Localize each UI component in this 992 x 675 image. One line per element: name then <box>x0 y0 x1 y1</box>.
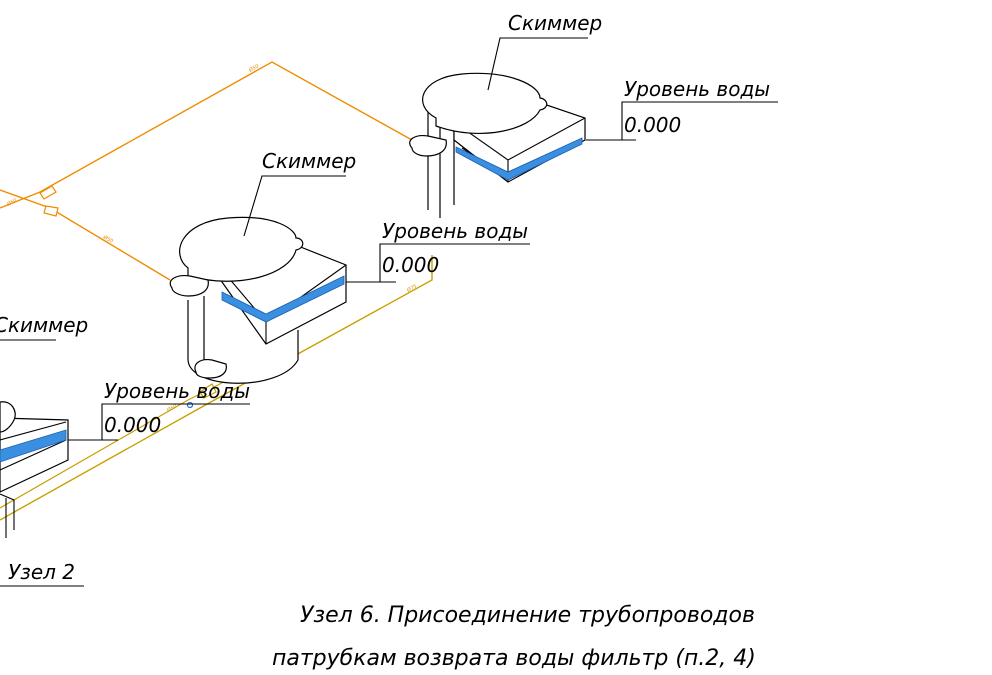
skimmer-3-lid <box>0 401 16 433</box>
skimmer-1-level-value: 0.000 <box>624 113 681 137</box>
skimmer-2-level-label: Уровень воды <box>382 219 528 243</box>
skimmer-1-body <box>427 112 455 218</box>
orange-pipe-mid <box>0 189 171 281</box>
caption-line-2: патрубкам возврата воды фильтр (п.2, 4) <box>272 646 756 671</box>
pipe-label-orange-left: Ø50 <box>5 197 18 209</box>
skimmer-3-level-label: Уровень воды <box>104 379 250 403</box>
caption-line-1: Узел 6. Присоединение трубопроводов <box>300 603 755 628</box>
gold-pipe-main <box>0 255 433 521</box>
node-callout: Узел 2 <box>0 560 84 587</box>
skimmer-1-level-label: Уровень воды <box>624 77 770 101</box>
orange-valve-2 <box>43 205 59 217</box>
skimmer-3: Скиммер Уровень воды 0.000 <box>0 313 250 538</box>
skimmer-2-level-value: 0.000 <box>382 253 439 277</box>
node-label: Узел 2 <box>8 560 75 584</box>
skimmer-2-inlet <box>169 275 209 297</box>
skimmer-1-label: Скиммер <box>508 11 602 35</box>
skimmer-2-water <box>221 275 345 323</box>
skimmer-2-lower-inlet <box>194 359 227 379</box>
orange-valve-1 <box>39 185 57 200</box>
pipe-node-point <box>186 401 194 409</box>
orange-pipes: Ø50 Ø50 Ø50 <box>0 61 413 281</box>
skimmer-1-lid <box>422 72 548 134</box>
pipe-label-orange-mid: Ø50 <box>101 233 114 245</box>
pipe-label-gold-low: Ø50 <box>165 403 178 415</box>
pipe-label-orange-top: Ø50 <box>247 63 260 75</box>
skimmer-3-label: Скиммер <box>0 313 88 337</box>
skimmer-3-water <box>0 429 67 463</box>
skimmer-1-water <box>455 137 583 181</box>
skimmer-3-body <box>0 493 15 538</box>
skimmer-2: Скиммер Уровень воды 0.000 <box>169 149 530 384</box>
skimmer-1: Скиммер Уровень воды 0.000 <box>409 11 778 218</box>
skimmer-2-label: Скиммер <box>262 149 356 173</box>
pipe-label-gold-mid: Ø75 <box>405 283 418 295</box>
skimmer-3-level-value: 0.000 <box>104 413 161 437</box>
gold-valve <box>199 383 217 399</box>
skimmer-2-lid <box>179 216 304 282</box>
skimmer-1-inlet <box>409 135 447 157</box>
orange-pipe-top <box>0 61 413 209</box>
